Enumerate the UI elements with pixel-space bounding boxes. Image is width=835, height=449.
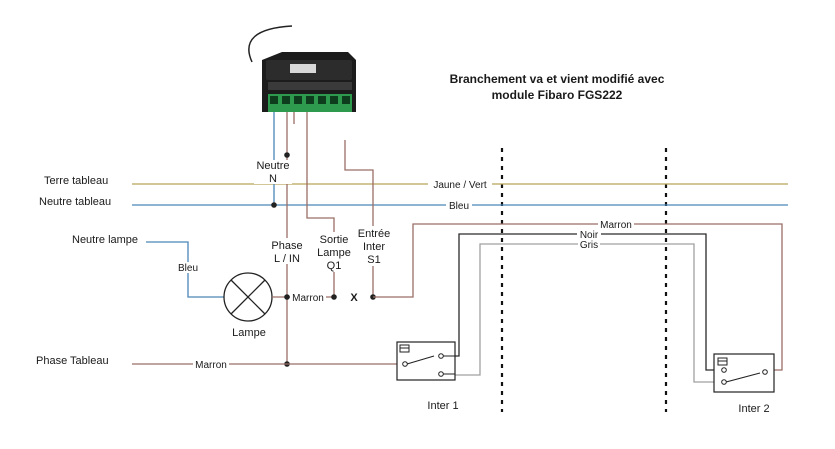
label-bg: [176, 262, 200, 273]
label-bg: [193, 359, 229, 370]
label-bg: [268, 238, 308, 264]
marron-phase-label: Marron: [195, 360, 227, 371]
inter1-blade: [406, 355, 435, 365]
label-bg: [598, 219, 634, 230]
gris-label: Gris: [580, 240, 598, 251]
label-bg: [428, 179, 492, 190]
inter1-contact-a: [438, 353, 444, 359]
marron-top-wire: [373, 223, 783, 371]
junction-dot: [331, 294, 337, 300]
marron-top-label: Marron: [600, 220, 632, 231]
phase-label-2: L / IN: [274, 253, 300, 265]
module-entree-wire: [344, 140, 374, 296]
module-label-strip: [268, 82, 352, 90]
label-bg: [577, 229, 601, 240]
sortie-label-1: Sortie: [320, 234, 349, 246]
junction-dot: [271, 202, 277, 208]
module-sticker: [290, 64, 316, 73]
label-bg: [316, 232, 352, 272]
terminal-screw: [306, 96, 314, 104]
title-line-2: module Fibaro FGS222: [492, 88, 623, 102]
bleu-lampe-label: Bleu: [178, 263, 198, 274]
inter1-contact-b: [438, 371, 444, 377]
inter2-contact-a: [721, 367, 727, 373]
marron-lampe-label: Marron: [292, 293, 324, 304]
terre-tableau-label: Terre tableau: [44, 175, 108, 187]
inter2-switch: [713, 353, 775, 393]
module-antenna: [248, 25, 293, 63]
x-mark: X: [350, 292, 358, 304]
label-bg: [355, 226, 393, 266]
terminal-screw: [294, 96, 302, 104]
bleu-neutre-label: Bleu: [449, 201, 469, 212]
inter2-common: [762, 369, 768, 375]
lamp-cross-b: [230, 279, 266, 315]
terminal-screw: [330, 96, 338, 104]
label-bg: [446, 200, 472, 211]
junction-dot: [284, 294, 290, 300]
terminal-screw: [282, 96, 290, 104]
inter1-label: Inter 1: [427, 400, 458, 412]
label-bg: [254, 160, 292, 184]
terminal-screw: [270, 96, 278, 104]
phase-tableau-label: Phase Tableau: [36, 355, 109, 367]
terminal-screw: [318, 96, 326, 104]
inter2-blade: [725, 372, 761, 383]
phase-label-1: Phase: [271, 240, 302, 252]
lampe-label: Lampe: [232, 327, 266, 339]
inter1-switch: [396, 341, 456, 381]
neutre-lampe-label: Neutre lampe: [72, 234, 138, 246]
sortie-label-2: Lampe: [317, 247, 351, 259]
module-terminals: [268, 94, 352, 112]
neutre-n-label-1: Neutre: [256, 160, 289, 172]
lamp-symbol: [223, 272, 273, 322]
inter1-common: [402, 361, 408, 367]
neutre-tableau-label: Neutre tableau: [39, 196, 111, 208]
terminal-screw: [342, 96, 350, 104]
gris-wire: [455, 243, 720, 383]
entree-label-3: S1: [367, 254, 380, 266]
noir-label: Noir: [580, 230, 599, 241]
inter2-contact-b: [721, 379, 727, 385]
sortie-label-3: Q1: [327, 260, 342, 272]
label-bg: [578, 239, 600, 250]
label-bg: [290, 292, 326, 303]
title-line-1: Branchement va et vient modifié avec: [450, 72, 665, 86]
inter2-label: Inter 2: [738, 403, 769, 415]
entree-label-2: Inter: [363, 241, 385, 253]
neutre-n-label-2: N: [269, 173, 277, 185]
jaune-vert-label: Jaune / Vert: [433, 180, 487, 191]
noir-wire: [455, 233, 720, 371]
fibaro-module: [248, 25, 356, 112]
entree-label-1: Entrée: [358, 228, 390, 240]
junction-dot: [284, 152, 290, 158]
